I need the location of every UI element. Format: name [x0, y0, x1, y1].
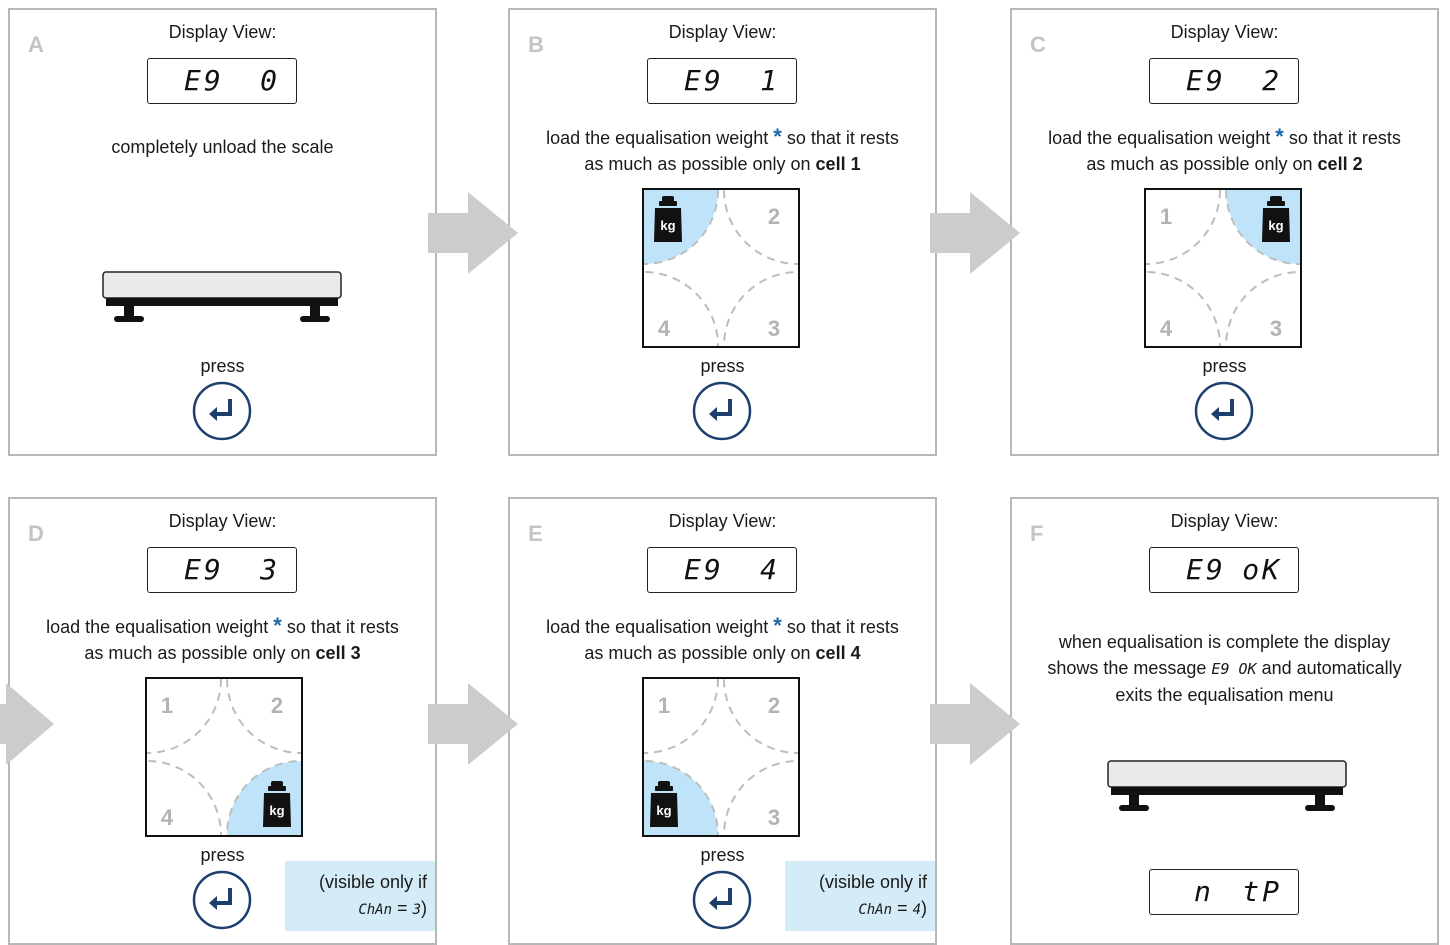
step-panel-d: D Display View: E9 3 load the equalisati… [8, 497, 437, 945]
step-panel-a: A Display View: E9 0 completely unload t… [8, 8, 437, 456]
instruction-text: load the equalisation weight * so that i… [46, 613, 399, 663]
enter-return-icon [692, 870, 752, 930]
cell-label-2: 2 [768, 204, 780, 229]
display-view-heading: Display View: [168, 22, 277, 42]
lcd-code: E9 [684, 553, 724, 586]
kg-weight-icon: kg [650, 781, 678, 827]
step-letter: B [528, 32, 544, 57]
step-panel-e: E Display View: E9 4 load the equalisati… [508, 497, 937, 945]
lcd-code: n [1194, 875, 1214, 908]
step-panel-c: C Display View: E9 2 load the equalisati… [1010, 8, 1439, 456]
instruction-text: when equalisation is complete the displa… [1047, 632, 1402, 705]
right-arrow-icon [930, 683, 1020, 765]
lcd-code: E9 [1186, 553, 1226, 586]
lcd-display-final: n tP [1149, 869, 1299, 915]
platform-scale-icon [102, 271, 342, 322]
enter-return-icon [1194, 381, 1254, 441]
lcd-display: E9 0 [147, 58, 297, 104]
right-arrow-icon [428, 192, 518, 274]
press-label: press [700, 356, 745, 376]
right-arrow-icon [930, 192, 1020, 274]
lcd-display: E9 oK [1149, 547, 1299, 593]
channel-note: (visible only if ChAn = 4) [785, 861, 935, 931]
step-letter: C [1030, 32, 1046, 57]
cell-label-3: 3 [1270, 316, 1282, 341]
right-arrow-icon [0, 683, 54, 765]
cell-label-4: 4 [1160, 316, 1173, 341]
press-label: press [200, 845, 245, 865]
instruction-text: load the equalisation weight * so that i… [546, 613, 899, 663]
channel-note: (visible only if ChAn = 3) [285, 861, 435, 931]
step-panel-f: F Display View: E9 oK when equalisation … [1010, 497, 1439, 945]
load-cell-diagram: 2 3 4 kg [642, 188, 800, 348]
svg-text:kg: kg [656, 803, 671, 818]
lcd-value: 1 [760, 64, 780, 97]
enter-button[interactable] [192, 870, 252, 930]
load-cell-diagram: 1 2 3 kg [642, 677, 800, 837]
kg-weight-icon: kg [263, 781, 291, 827]
svg-text:kg: kg [660, 218, 675, 233]
display-view-heading: Display View: [1170, 511, 1279, 531]
lcd-value: tP [1242, 875, 1282, 908]
lcd-display: E9 2 [1149, 58, 1299, 104]
enter-button[interactable] [692, 381, 752, 441]
lcd-code: E9 [684, 64, 724, 97]
enter-return-icon [192, 870, 252, 930]
svg-text:kg: kg [269, 803, 284, 818]
display-view-heading: Display View: [1170, 22, 1279, 42]
right-arrow-icon [428, 683, 518, 765]
press-label: press [700, 845, 745, 865]
instruction-text: load the equalisation weight * so that i… [546, 124, 899, 174]
lcd-value: 2 [1262, 64, 1282, 97]
cell-label-4: 4 [658, 316, 671, 341]
press-label: press [200, 356, 245, 376]
cell-label-2: 2 [271, 693, 283, 718]
cell-label-2: 2 [768, 693, 780, 718]
kg-weight-icon: kg [1262, 196, 1290, 242]
load-cell-diagram: 1 2 4 kg [145, 677, 303, 837]
cell-label-3: 3 [768, 316, 780, 341]
step-letter: A [28, 32, 44, 57]
lcd-code: E9 [184, 553, 224, 586]
lcd-value: 4 [760, 553, 780, 586]
cell-label-1: 1 [161, 693, 173, 718]
enter-return-icon [192, 381, 252, 441]
lcd-display: E9 3 [147, 547, 297, 593]
display-view-heading: Display View: [668, 22, 777, 42]
load-cell-diagram: 1 3 4 kg [1144, 188, 1302, 348]
lcd-value: 0 [260, 64, 280, 97]
lcd-value: 3 [260, 553, 280, 586]
lcd-display: E9 4 [647, 547, 797, 593]
kg-weight-icon: kg [654, 196, 682, 242]
display-view-heading: Display View: [668, 511, 777, 531]
instruction-text: load the equalisation weight * so that i… [1048, 124, 1401, 174]
lcd-code: E9 [1186, 64, 1226, 97]
cell-label-4: 4 [161, 805, 174, 830]
lcd-code: E9 [184, 64, 224, 97]
press-label: press [1202, 356, 1247, 376]
cell-label-1: 1 [658, 693, 670, 718]
step-letter: E [528, 521, 543, 546]
cell-label-1: 1 [1160, 204, 1172, 229]
enter-button[interactable] [692, 870, 752, 930]
platform-scale-icon [1107, 760, 1347, 811]
cell-label-3: 3 [768, 805, 780, 830]
svg-text:kg: kg [1268, 218, 1283, 233]
step-letter: F [1030, 521, 1044, 546]
step-letter: D [28, 521, 44, 546]
enter-button[interactable] [1194, 381, 1254, 441]
instruction-text: completely unload the scale [111, 137, 334, 157]
enter-button[interactable] [192, 381, 252, 441]
enter-return-icon [692, 381, 752, 441]
step-panel-b: B Display View: E9 1 load the equalisati… [508, 8, 937, 456]
lcd-display: E9 1 [647, 58, 797, 104]
display-view-heading: Display View: [168, 511, 277, 531]
lcd-value: oK [1242, 553, 1282, 586]
